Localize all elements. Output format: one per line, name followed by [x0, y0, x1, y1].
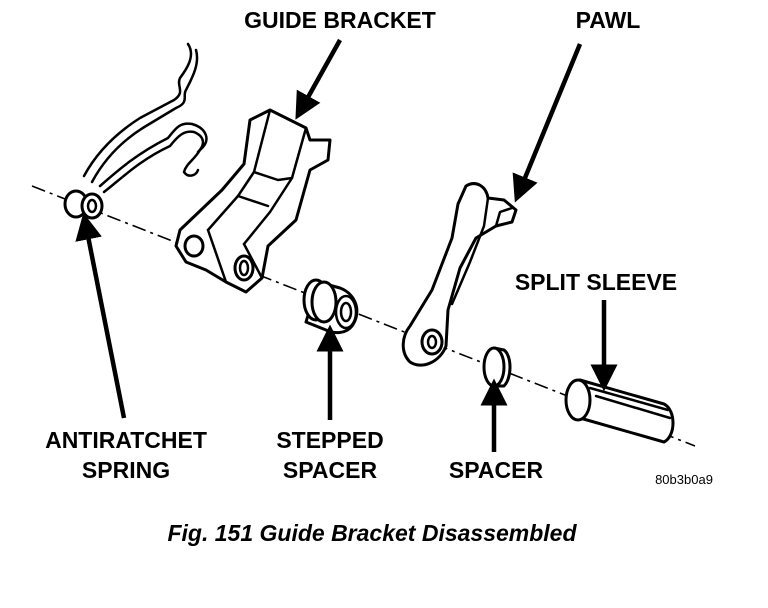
split-sleeve-label: SPLIT SLEEVE [515, 269, 677, 295]
antiratchet-spring-part [63, 42, 208, 220]
pawl-leader-arrow [512, 43, 583, 203]
antiratchet-label-line1: ANTIRATCHET [45, 427, 207, 453]
figure-code: 80b3b0a9 [655, 472, 713, 487]
antiratchet-label-line2: SPRING [82, 457, 170, 483]
pawl-label: PAWL [576, 7, 641, 33]
stepped-spacer-label-line2: SPACER [283, 457, 378, 483]
spacer-part [482, 346, 512, 388]
guide-bracket-part [174, 108, 332, 294]
spacer-label: SPACER [449, 457, 544, 483]
split-sleeve-part [564, 378, 675, 444]
stepped-spacer-part [302, 278, 359, 335]
antiratchet-leader-arrow [75, 212, 127, 419]
guide-bracket-label: GUIDE BRACKET [244, 7, 436, 33]
pawl-part [401, 182, 518, 367]
center-axis-line [31, 185, 696, 447]
guide-bracket-leader-arrow [295, 38, 342, 120]
stepped-spacer-label-line1: STEPPED [276, 427, 383, 453]
figure-caption: Fig. 151 Guide Bracket Disassembled [167, 520, 577, 546]
